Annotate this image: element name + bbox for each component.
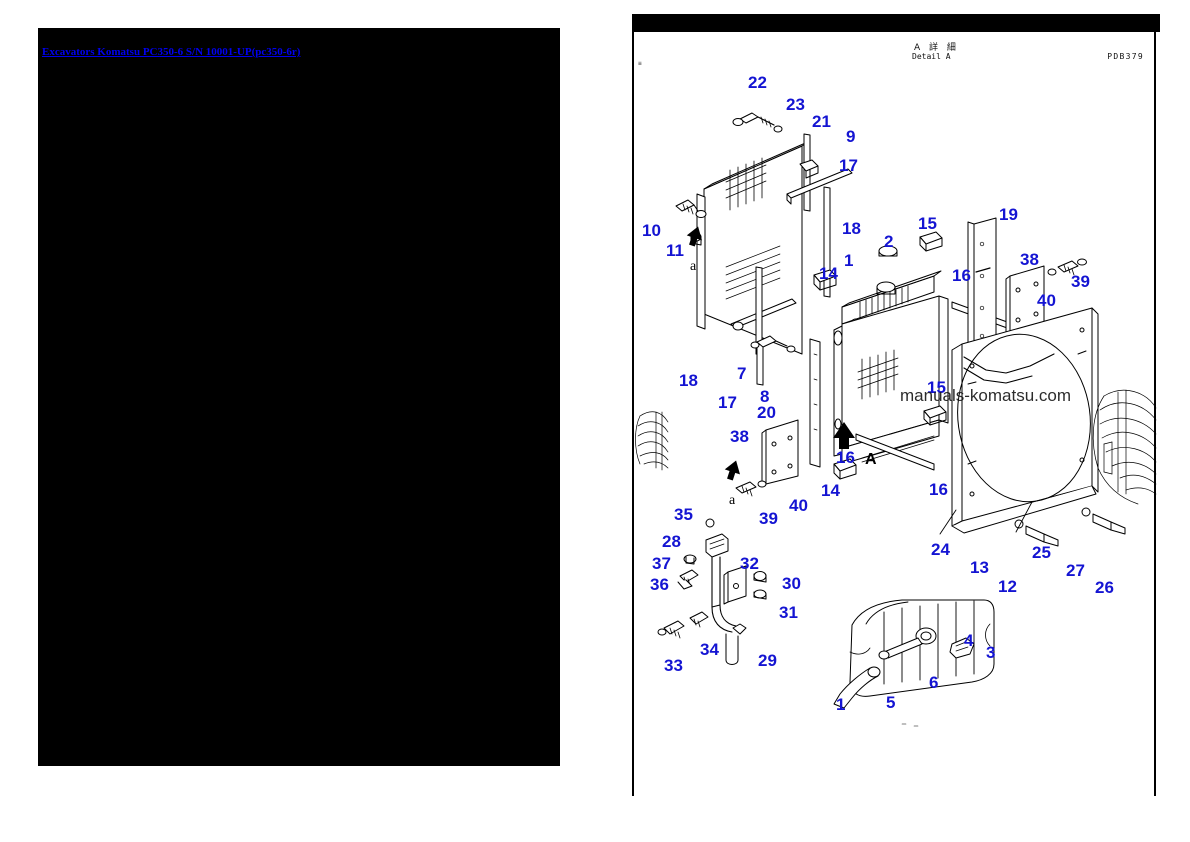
part-callout-1[interactable]: 1 <box>836 695 846 714</box>
part-callout-24[interactable]: 24 <box>931 540 950 559</box>
part-callout-2[interactable]: 2 <box>884 232 894 251</box>
part-callout-21[interactable]: 21 <box>812 112 831 131</box>
part-callout-17[interactable]: 17 <box>839 156 858 175</box>
part-callout-1[interactable]: 1 <box>844 251 854 270</box>
part-callout-22[interactable]: 22 <box>748 73 767 92</box>
part-callout-11[interactable]: 11 <box>666 241 684 260</box>
part-callout-33[interactable]: 33 <box>664 656 683 675</box>
part-callout-40[interactable]: 40 <box>1037 291 1056 310</box>
sheet-top-bar <box>632 14 1160 32</box>
part-callout-20[interactable]: 20 <box>757 403 776 422</box>
detail-label-japanese: A 詳 細 <box>914 43 959 53</box>
part-callout-35[interactable]: 35 <box>674 505 693 524</box>
document-viewer-panel: Excavators Komatsu PC350-6 S/N 10001-UP(… <box>38 28 560 766</box>
part-callout-40[interactable]: 40 <box>789 496 808 515</box>
part-callout-6[interactable]: 6 <box>929 673 939 692</box>
detail-label-english: Detail A <box>912 52 951 61</box>
drawing-code: PDB379 <box>1107 52 1144 61</box>
part-callout-32[interactable]: 32 <box>740 554 759 573</box>
part-callout-16[interactable]: 16 <box>929 480 948 499</box>
part-callout-30[interactable]: 30 <box>782 574 801 593</box>
part-callout-10[interactable]: 10 <box>642 221 661 240</box>
exploded-view-drawing <box>634 24 1158 796</box>
part-callout-37[interactable]: 37 <box>652 554 671 573</box>
part-callout-16[interactable]: 16 <box>836 448 855 467</box>
part-callout-15[interactable]: 15 <box>918 214 937 233</box>
part-callout-29[interactable]: 29 <box>758 651 777 670</box>
section-marker-A-2: A <box>865 451 877 468</box>
part-callout-7[interactable]: 7 <box>737 364 747 383</box>
part-callout-31[interactable]: 31 <box>779 603 798 622</box>
part-callout-15[interactable]: 15 <box>927 378 946 397</box>
part-callout-3[interactable]: 3 <box>986 643 996 662</box>
breadcrumb-link-excavators-komatsu[interactable]: Excavators Komatsu PC350-6 S/N 10001-UP(… <box>42 46 301 58</box>
part-callout-16[interactable]: 16 <box>952 266 971 285</box>
part-callout-19[interactable]: 19 <box>999 205 1018 224</box>
section-marker-a-0: a <box>690 259 697 274</box>
part-callout-25[interactable]: 25 <box>1032 543 1051 562</box>
part-callout-28[interactable]: 28 <box>662 532 681 551</box>
part-callout-39[interactable]: 39 <box>759 509 778 528</box>
part-callout-34[interactable]: 34 <box>700 640 719 659</box>
part-callout-14[interactable]: 14 <box>821 481 840 500</box>
part-callout-26[interactable]: 26 <box>1095 578 1114 597</box>
part-callout-23[interactable]: 23 <box>786 95 805 114</box>
part-callout-27[interactable]: 27 <box>1066 561 1085 580</box>
sheet-edge-tick: ≡ <box>638 60 642 67</box>
part-callout-36[interactable]: 36 <box>650 575 669 594</box>
part-callout-8[interactable]: 8 <box>760 387 770 406</box>
part-callout-38[interactable]: 38 <box>1020 250 1039 269</box>
part-callout-14[interactable]: 14 <box>819 264 838 283</box>
sheet-header: ≡ A 詳 細 Detail A PDB379 <box>634 36 1158 68</box>
part-callout-12[interactable]: 12 <box>998 577 1017 596</box>
part-callout-4[interactable]: 4 <box>964 631 974 650</box>
parts-drawing-sheet: ≡ A 詳 細 Detail A PDB379 <box>632 14 1160 796</box>
part-callout-13[interactable]: 13 <box>970 558 989 577</box>
part-callout-9[interactable]: 9 <box>846 127 856 146</box>
drawing-svg <box>635 112 1157 727</box>
part-callout-5[interactable]: 5 <box>886 693 896 712</box>
section-marker-a-1: a <box>729 493 736 508</box>
part-callout-38[interactable]: 38 <box>730 427 749 446</box>
part-callout-39[interactable]: 39 <box>1071 272 1090 291</box>
part-callout-17[interactable]: 17 <box>718 393 737 412</box>
part-callout-18[interactable]: 18 <box>679 371 698 390</box>
part-callout-18[interactable]: 18 <box>842 219 861 238</box>
site-watermark: manuals-komatsu.com <box>900 386 1072 405</box>
